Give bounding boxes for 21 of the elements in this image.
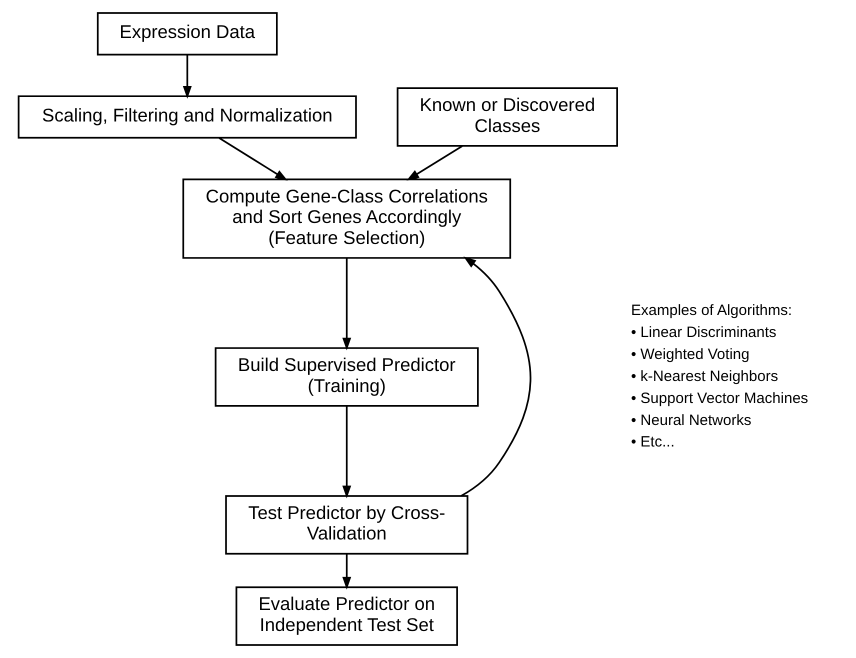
label: • Linear Discriminants xyxy=(630,324,776,341)
node-box: Scaling, Filtering and Normalization xyxy=(17,95,356,139)
arrow xyxy=(342,406,351,498)
arrow xyxy=(182,54,192,99)
node-box: Build Supervised Predictor (Training) xyxy=(214,347,478,407)
arrow xyxy=(342,258,351,350)
label: • Etc... xyxy=(630,434,674,451)
arrow xyxy=(406,145,462,181)
label: • Weighted Voting xyxy=(630,346,749,363)
node-box: Test Predictor by Cross-Validation xyxy=(224,495,468,555)
arrow xyxy=(218,137,288,181)
arrow xyxy=(460,256,531,497)
arrow xyxy=(342,554,351,590)
node-box: Known or Discovered Classes xyxy=(396,87,618,147)
node-box: Evaluate Predictor on Independent Test Set xyxy=(235,586,458,646)
node-box: Expression Data xyxy=(96,12,278,56)
label: • Support Vector Machines xyxy=(630,390,808,407)
label: • k-Nearest Neighbors xyxy=(630,368,778,385)
node-box: Compute Gene-Class Correlations and Sort Genes Accordingly (Feature Selection) xyxy=(182,178,511,259)
label: Examples of Algorithms: xyxy=(630,302,792,320)
label: • Neural Networks xyxy=(630,412,751,429)
